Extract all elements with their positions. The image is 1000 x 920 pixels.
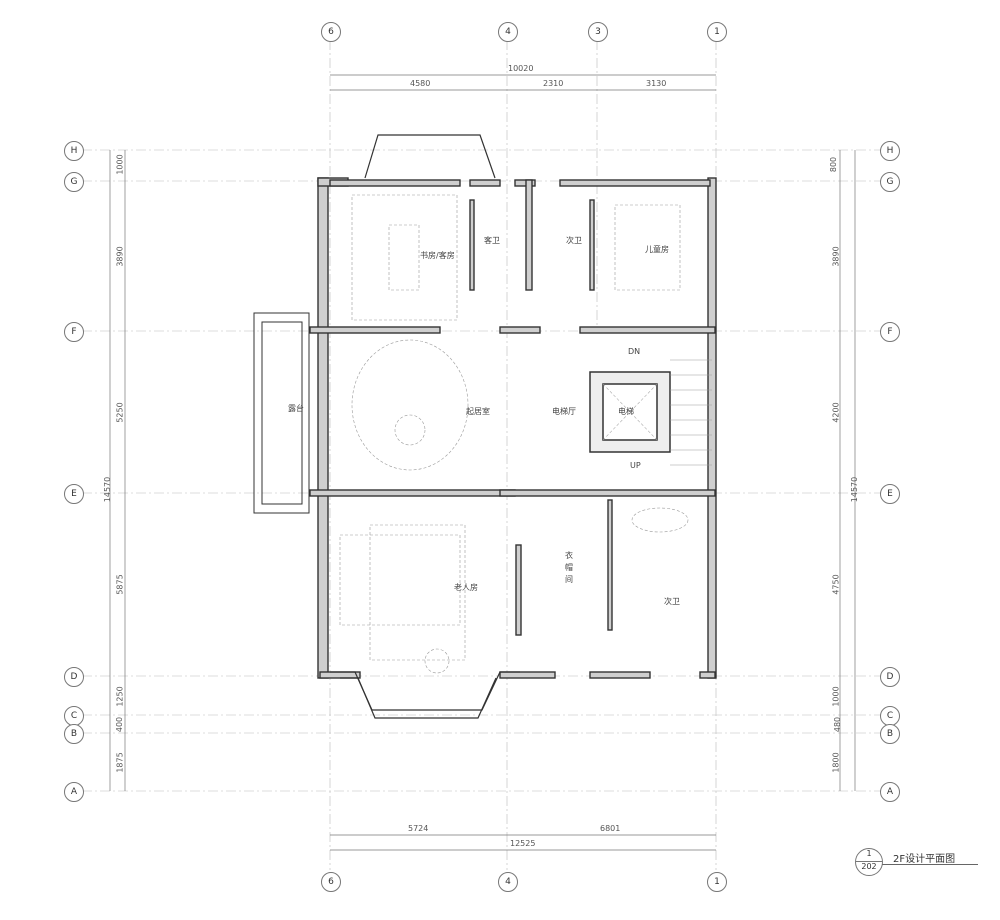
grid-bubble-bottom-1: 1 bbox=[707, 872, 727, 892]
dim-left-seg-5: 1250 bbox=[115, 686, 125, 707]
grid-bubble-right-B: B bbox=[880, 724, 900, 744]
room-elevator-hall: 电梯厅 bbox=[552, 407, 576, 416]
grid-bubble-right-H: H bbox=[880, 141, 900, 161]
sheet-reference-bubble: 1 202 bbox=[855, 848, 883, 876]
dimension-lines bbox=[109, 74, 856, 851]
dim-right-seg-4: 4750 bbox=[831, 574, 841, 595]
dim-left-seg-1: 1000 bbox=[115, 154, 125, 175]
grid-bubble-left-E: E bbox=[64, 484, 84, 504]
terrace-outline bbox=[253, 312, 310, 514]
dim-top-seg-1: 4580 bbox=[410, 79, 431, 88]
room-terrace: 露台 bbox=[288, 404, 304, 413]
dim-right-seg-6: 480 bbox=[833, 716, 843, 733]
grid-bubble-left-G: G bbox=[64, 172, 84, 192]
dim-left-seg-4: 5875 bbox=[115, 574, 125, 595]
grid-bubble-right-F: F bbox=[880, 322, 900, 342]
room-living: 起居室 bbox=[466, 407, 490, 416]
dim-right-seg-3: 4200 bbox=[831, 402, 841, 423]
drawing-title: 2F设计平面图 bbox=[893, 854, 956, 865]
dim-left-seg-3: 5250 bbox=[115, 402, 125, 423]
grid-bubble-bottom-6: 6 bbox=[321, 872, 341, 892]
room-second-bath-bottom: 次卫 bbox=[664, 597, 680, 606]
grid-bubble-top-1: 1 bbox=[707, 22, 727, 42]
dim-bottom-seg-2: 6801 bbox=[600, 824, 621, 833]
room-guest-bath: 客卫 bbox=[484, 236, 500, 245]
room-elevator: 电梯 bbox=[618, 407, 634, 416]
dim-right-seg-1: 800 bbox=[829, 156, 839, 173]
furniture bbox=[339, 194, 689, 674]
dim-top-seg-2: 2310 bbox=[543, 79, 564, 88]
grid-bubble-right-C: C bbox=[880, 706, 900, 726]
grid-lines bbox=[82, 40, 882, 870]
dim-right-seg-5: 1000 bbox=[831, 686, 841, 707]
stair-down-label: DN bbox=[628, 347, 641, 356]
grid-bubble-top-4: 4 bbox=[498, 22, 518, 42]
room-second-bath-top: 次卫 bbox=[566, 236, 582, 245]
sheet-ref: 202 bbox=[861, 862, 877, 871]
grid-bubble-left-B: B bbox=[64, 724, 84, 744]
dim-left-seg-7: 1875 bbox=[115, 752, 125, 773]
grid-bubble-right-E: E bbox=[880, 484, 900, 504]
grid-bubble-left-D: D bbox=[64, 667, 84, 687]
dim-bottom-seg-1: 5724 bbox=[408, 824, 429, 833]
grid-bubble-left-C: C bbox=[64, 706, 84, 726]
room-study-guest: 书房/客房 bbox=[420, 251, 455, 260]
dim-right-seg-2: 3890 bbox=[831, 246, 841, 267]
grid-bubble-left-H: H bbox=[64, 141, 84, 161]
dim-left-total: 14570 bbox=[103, 476, 113, 503]
bay-window bbox=[330, 134, 520, 719]
sheet-number: 1 bbox=[866, 849, 872, 858]
stair-up-label: UP bbox=[630, 461, 641, 470]
grid-bubble-top-6: 6 bbox=[321, 22, 341, 42]
dim-bottom-total: 12525 bbox=[510, 839, 536, 848]
elevator-shaft bbox=[589, 371, 671, 453]
grid-bubble-top-3: 3 bbox=[588, 22, 608, 42]
stair bbox=[670, 359, 712, 466]
grid-bubble-left-F: F bbox=[64, 322, 84, 342]
room-closet: 衣帽间 bbox=[565, 551, 573, 584]
sheet-divider bbox=[856, 861, 882, 862]
dim-right-total: 14570 bbox=[850, 476, 860, 503]
grid-bubble-right-D: D bbox=[880, 667, 900, 687]
grid-bubble-bottom-4: 4 bbox=[498, 872, 518, 892]
room-kids: 儿童房 bbox=[645, 245, 669, 254]
room-elder: 老人房 bbox=[454, 583, 478, 592]
dim-top-seg-3: 3130 bbox=[646, 79, 667, 88]
dim-right-seg-7: 1800 bbox=[831, 752, 841, 773]
title-underline bbox=[882, 864, 978, 865]
grid-bubble-right-A: A bbox=[880, 782, 900, 802]
dim-top-total: 10020 bbox=[508, 64, 534, 73]
grid-bubble-left-A: A bbox=[64, 782, 84, 802]
dim-left-seg-6: 400 bbox=[115, 716, 125, 733]
walls bbox=[309, 177, 717, 679]
dim-left-seg-2: 3890 bbox=[115, 246, 125, 267]
grid-bubble-right-G: G bbox=[880, 172, 900, 192]
